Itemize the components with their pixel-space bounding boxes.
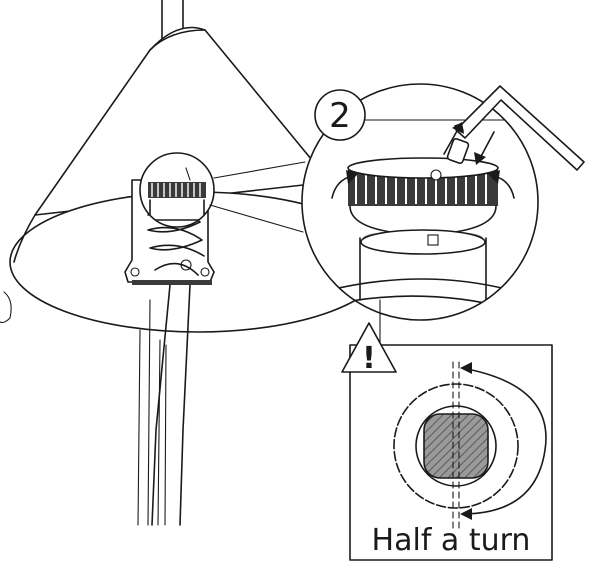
warning-symbol: ! bbox=[362, 341, 376, 376]
arrow-up-head bbox=[452, 122, 464, 134]
lamp bbox=[0, 0, 387, 526]
step-number: 2 bbox=[329, 96, 351, 136]
step-badge: 2 bbox=[314, 89, 366, 141]
nut-top-view bbox=[393, 361, 547, 531]
lamp-cable bbox=[151, 284, 191, 526]
warning-triangle-icon bbox=[341, 322, 397, 373]
warning-panel: ! Half a turn bbox=[341, 299, 553, 561]
half-turn-arrow-icon bbox=[461, 367, 547, 515]
magnified-view bbox=[301, 83, 585, 321]
zoom-connector bbox=[209, 161, 306, 233]
allen-key bbox=[455, 85, 585, 171]
caption-half-a-turn: Half a turn bbox=[372, 523, 531, 558]
